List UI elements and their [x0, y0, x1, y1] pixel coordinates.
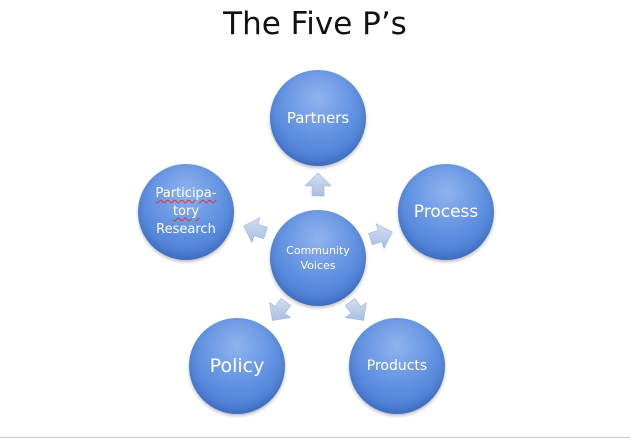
arrow-to-partners	[304, 172, 332, 197]
node-participatory-line3: Research	[156, 222, 216, 237]
slide-title: The Five P’s	[223, 6, 407, 42]
node-policy-label: Policy	[209, 355, 265, 377]
arrow-to-policy	[269, 297, 292, 321]
node-products-label: Products	[366, 358, 428, 374]
node-participatory-research: Participa- tory Research	[138, 164, 234, 260]
node-products: Products	[349, 318, 445, 414]
arrow-to-participatory	[243, 217, 268, 244]
center-line2: Voices	[300, 259, 336, 272]
node-partners: Partners	[270, 70, 366, 166]
node-participatory-line1: Participa-	[155, 186, 217, 201]
bottom-rule	[0, 437, 630, 438]
node-process: Process	[398, 164, 494, 260]
arrow-to-products	[344, 297, 367, 321]
node-policy: Policy	[189, 318, 285, 414]
node-community-voices: Community Voices	[270, 210, 366, 306]
node-process-label: Process	[413, 202, 479, 222]
node-partners-label: Partners	[286, 109, 350, 127]
node-participatory-line2: tory	[172, 204, 200, 219]
center-line1: Community	[286, 244, 350, 257]
arrow-to-process	[368, 223, 393, 250]
